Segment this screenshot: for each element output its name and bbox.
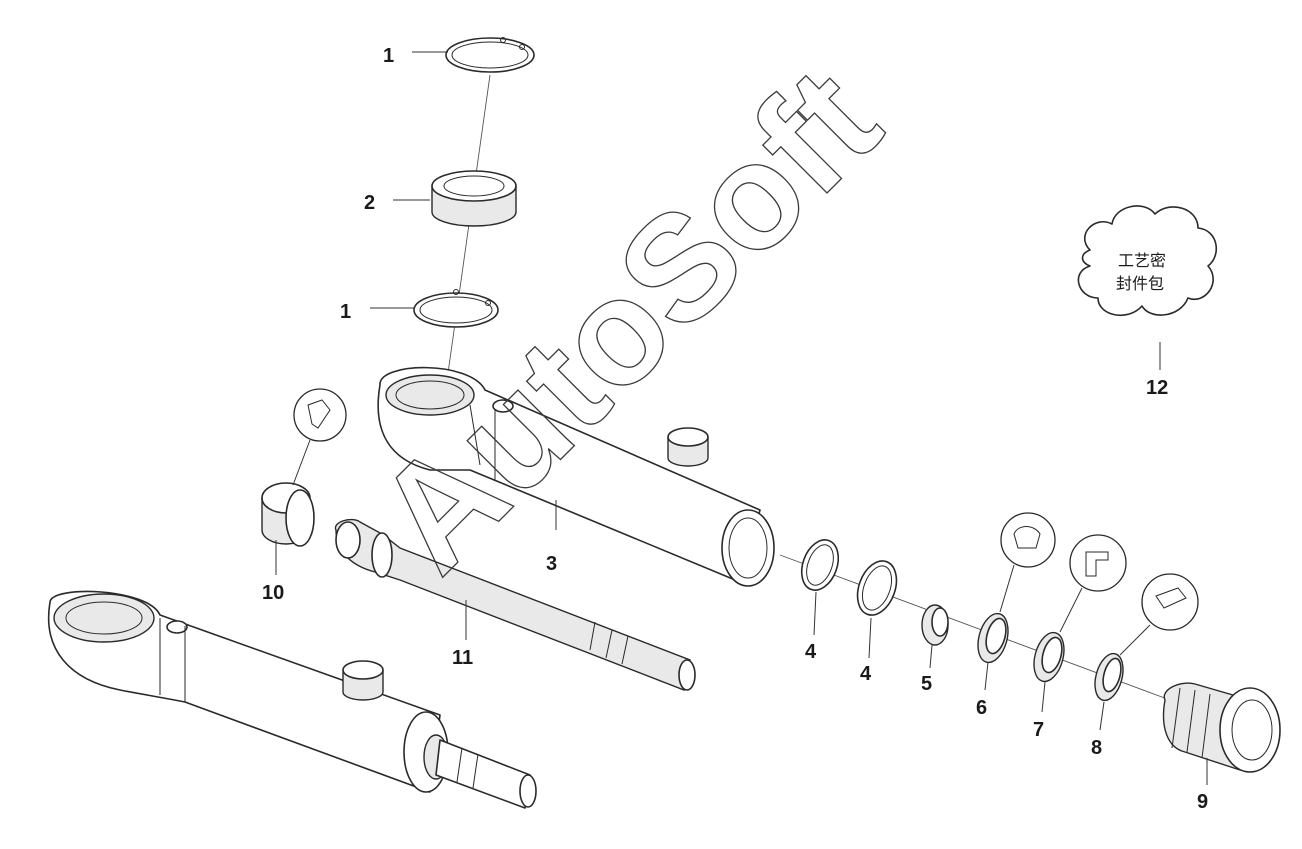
o-ring-1 [800,539,840,591]
leader-4b [868,617,872,659]
detail-bubble-7 [1069,534,1127,592]
detail-bubble-8 [1141,573,1199,631]
o-ring-2 [856,560,898,616]
leader-6-bubble [999,564,1015,613]
callout-4b: 4 [860,663,872,685]
leader-8 [1099,701,1105,731]
seal-kit-label-line1: 工艺密 [1118,251,1166,270]
callout-11: 11 [452,647,473,669]
callout-8: 8 [1091,737,1102,759]
callout-12: 12 [1146,377,1168,399]
snap-ring-bottom [413,289,499,328]
bushing [431,170,517,227]
detail-bubble-6 [1000,512,1056,568]
leader-4a [813,591,817,636]
cylinder-barrel [377,366,775,587]
callout-4a: 4 [805,641,817,663]
callout-6: 6 [976,697,987,719]
callout-1a: 1 [383,45,394,67]
callout-1b: 1 [340,301,351,323]
leader-8-bubble [1119,624,1151,656]
leader-6 [984,661,989,691]
callout-10: 10 [262,582,284,604]
guide-ring [1094,652,1124,702]
cylinder-head [1162,682,1281,773]
seal-kit-cloud: 工艺密 封件包 [1077,205,1218,316]
leader-5 [929,644,933,669]
rod-seal [977,612,1009,664]
detail-bubble-10 [293,388,347,442]
callout-2: 2 [364,192,375,214]
leader-10-bubble [292,439,311,486]
callout-9: 9 [1197,791,1208,813]
snap-ring-top [445,37,535,73]
wiper-seal [921,604,949,646]
callout-5: 5 [921,673,932,695]
callout-7: 7 [1033,719,1044,741]
leader-7-bubble [1059,587,1083,633]
leader-7 [1041,681,1046,713]
guide-bushing [261,482,315,547]
assembled-cylinder [47,590,537,809]
piston-rod [334,518,696,691]
seal-kit-label-line2: 封件包 [1116,274,1164,293]
callout-3: 3 [546,553,557,575]
buffer-seal [1033,631,1065,683]
